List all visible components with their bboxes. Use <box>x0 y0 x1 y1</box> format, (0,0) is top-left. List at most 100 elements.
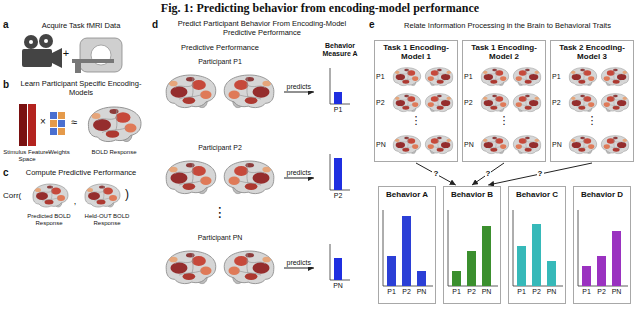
participant-label: P1 <box>515 288 529 296</box>
participant-label: PN <box>464 141 479 149</box>
bar <box>517 246 526 286</box>
panel-heading: Compute Predictive Performance <box>14 169 148 178</box>
connector-arrow <box>284 92 314 93</box>
feature-column <box>28 104 36 146</box>
brain-surface <box>166 251 274 284</box>
participant-label: P1 <box>376 73 391 81</box>
ellipsis-dots: ⋮ <box>210 204 230 220</box>
film-reel <box>24 35 38 49</box>
panel-heading: Acquire Task fMRI Data <box>14 22 148 31</box>
bar <box>452 271 461 286</box>
participant-brain-map: Participant PN <box>158 234 282 302</box>
edge-label: ? <box>537 170 544 179</box>
film-reel-hub <box>44 39 48 43</box>
behavior-bar-chart: Behavior CP1P2PN <box>508 186 566 304</box>
column-heading: Predictive Performance <box>160 44 280 53</box>
behavior-c-bars <box>513 210 563 286</box>
chart-axis <box>330 244 350 280</box>
edge-label: ? <box>485 170 492 179</box>
participant-brain-map: Participant P2 <box>158 144 282 212</box>
connector-arrow <box>284 178 314 179</box>
node-heading: Task 2 Encoding-Model 3 <box>551 43 633 61</box>
brain-surface <box>85 184 120 207</box>
node-heading: Behavior B <box>444 190 500 199</box>
participant-label: P1 <box>464 73 479 81</box>
bar <box>334 158 342 190</box>
participant-label: PN <box>610 288 624 296</box>
brain-surface <box>393 94 452 112</box>
bar <box>532 224 541 286</box>
weight-cell <box>50 112 57 119</box>
illustration-caption: Stimulus Feature-Space <box>2 149 52 163</box>
participant-brain-map: Participant P1 <box>158 58 282 126</box>
participant-label: PN <box>324 282 352 290</box>
chart-axis <box>513 210 563 286</box>
weight-cell <box>58 120 65 127</box>
encoding-model-brains <box>393 68 628 154</box>
mri-scanner-icon <box>72 38 122 73</box>
connector-arrow <box>284 268 314 269</box>
bar <box>582 266 591 286</box>
participant-label: P2 <box>552 99 567 107</box>
plus-sign: + <box>61 47 71 60</box>
chart-axis <box>578 210 628 286</box>
illustration-caption: BOLD Response <box>82 149 146 156</box>
participant-label: PN <box>376 141 391 149</box>
node-heading: Participant P1 <box>158 58 282 66</box>
behavior-bar-chart: Behavior AP1P2PN <box>378 186 436 304</box>
panel-letter: c <box>3 167 15 179</box>
bar <box>387 256 396 286</box>
participant-label: P2 <box>324 192 352 200</box>
chart-axis <box>330 154 350 190</box>
brain-surface <box>481 68 540 86</box>
weight-cell <box>50 128 57 135</box>
node-heading: Participant PN <box>158 234 282 242</box>
bar <box>402 216 411 286</box>
participant-label: PN <box>552 141 567 149</box>
panel-letter: b <box>3 79 15 91</box>
illustration-caption: Predicted BOLD Response <box>20 213 78 227</box>
feature-space-matrix <box>19 104 36 146</box>
participant-label: P2 <box>464 99 479 107</box>
edge-label: ? <box>432 170 439 179</box>
participant-label: ⋮ <box>577 114 607 127</box>
film-reel <box>39 34 53 48</box>
node-heading: Task 1 Encoding-Model 2 <box>463 43 545 61</box>
node-heading: Behavior D <box>574 190 630 199</box>
film-reel-hub <box>29 40 33 44</box>
weight-cell <box>58 112 65 119</box>
encoding-model-panel: Task 1 Encoding-Model 2P1P2⋮PN <box>462 40 546 162</box>
illustration-caption: Weights <box>44 149 74 156</box>
participant-label: P1 <box>552 73 567 81</box>
behavior-d-bars <box>578 210 628 286</box>
edge-label: predicts <box>286 259 313 267</box>
bar <box>547 261 556 286</box>
participant-label: PN <box>415 288 429 296</box>
scanner-bed-stand <box>75 63 81 73</box>
panel-heading: Predict Participant Behavior From Encodi… <box>164 20 360 37</box>
bar <box>467 251 476 286</box>
participant-label: P2 <box>376 99 391 107</box>
participant-label: PN <box>480 288 494 296</box>
encoding-model-panel: Task 2 Encoding-Model 3 P1P2 ⋮ PN <box>550 40 634 162</box>
chart-axis <box>448 210 498 286</box>
approx-sign: ≈ <box>67 116 81 129</box>
brain-surface <box>569 94 628 112</box>
brain-surface <box>481 94 540 112</box>
participant-label: P2 <box>595 288 609 296</box>
multiply-sign: × <box>37 116 49 128</box>
brain-surface <box>569 68 628 86</box>
brain-surface <box>481 136 540 154</box>
behavior-bar-chart: Behavior BP1P2PN <box>443 186 501 304</box>
film-camera-icon <box>22 34 62 68</box>
behavior-bar-chart: Behavior DP1P2PN <box>573 186 631 304</box>
bar <box>597 256 606 286</box>
edge-label: predicts <box>286 169 313 177</box>
bar <box>334 258 342 280</box>
node-heading: Behavior A <box>379 190 435 199</box>
behavior-measure-bars <box>330 68 350 280</box>
panel-letter: a <box>3 19 15 31</box>
brain-surface <box>393 136 452 154</box>
